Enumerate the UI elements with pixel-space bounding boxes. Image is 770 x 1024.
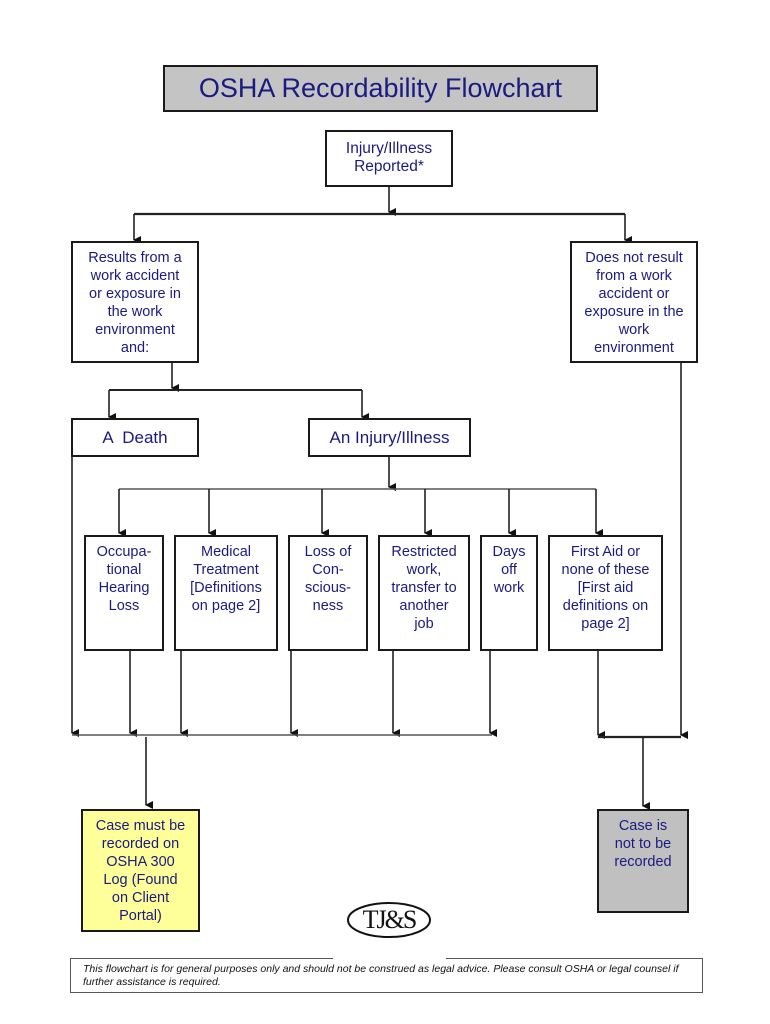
node-medical-treatment: Medical Treatment [Definitions on page 2… — [174, 535, 278, 651]
node-text: page 2] — [581, 616, 630, 632]
disclaimer: This flowchart is for general purposes o… — [70, 958, 703, 993]
node-text: Results from a — [88, 250, 182, 266]
node-text: Hearing — [98, 580, 150, 596]
node-text: work — [493, 580, 525, 596]
node-not-work-related: Does not result from a work accident or … — [570, 241, 698, 363]
node-text: Injury/Illness — [345, 140, 433, 157]
node-text: accident or — [598, 286, 670, 302]
logo-text: TJ&S — [362, 905, 418, 934]
node-text: or exposure in — [89, 286, 181, 302]
company-logo: TJ&S — [346, 900, 432, 940]
node-text: job — [414, 616, 434, 632]
node-text: from a work — [596, 268, 672, 284]
logo-oval-icon — [347, 902, 431, 938]
node-text: transfer to — [391, 580, 457, 596]
node-text: Loss — [108, 598, 140, 614]
node-text: Loss of — [304, 544, 352, 560]
node-text: Does not result — [585, 250, 683, 266]
node-text: none of these — [561, 562, 650, 578]
node-death: A Death — [71, 418, 199, 457]
node-not-recordable: Case is not to be recorded — [597, 809, 689, 913]
node-text: definitions on — [562, 598, 649, 614]
node-text: Log (Found — [103, 872, 178, 888]
node-text: work — [618, 322, 650, 338]
node-injury-illness: An Injury/Illness — [308, 418, 471, 457]
page-title: OSHA Recordability Flowchart — [163, 65, 598, 112]
node-text: environment — [594, 340, 674, 356]
node-text: recorded — [614, 854, 672, 870]
node-text: tional — [106, 562, 142, 578]
node-text: on page 2] — [191, 598, 261, 614]
node-text: Days — [492, 544, 526, 560]
node-text: Con- — [312, 562, 344, 578]
node-text: An Injury/Illness — [329, 428, 450, 447]
node-text: Medical — [201, 544, 251, 560]
node-text: Occupa- — [96, 544, 152, 560]
node-restricted-work: Restricted work, transfer to another job — [378, 535, 470, 651]
node-injury-reported: Injury/Illness Reported* — [325, 130, 453, 187]
node-recordable: Case must be recorded on OSHA 300 Log (F… — [81, 809, 200, 932]
node-text: Portal) — [119, 908, 162, 924]
node-text: Restricted — [391, 544, 457, 560]
node-text: Case must be — [95, 818, 186, 834]
node-text: OSHA 300 — [106, 854, 175, 870]
node-text: Treatment — [193, 562, 259, 578]
node-text: scious- — [305, 580, 351, 596]
node-text: Reported* — [354, 158, 424, 175]
node-hearing-loss: Occupa- tional Hearing Loss — [84, 535, 164, 651]
node-text: work, — [406, 562, 442, 578]
node-text: work accident — [90, 268, 180, 284]
node-text: environment — [95, 322, 175, 338]
disclaimer-border-gap — [333, 956, 446, 960]
node-text: ness — [312, 598, 344, 614]
node-work-related: Results from a work accident or exposure… — [71, 241, 199, 363]
node-text: recorded on — [101, 836, 180, 852]
node-text: [Definitions — [190, 580, 262, 596]
node-text: the work — [107, 304, 163, 320]
node-text: on Client — [111, 890, 170, 906]
node-text: First Aid or — [570, 544, 641, 560]
node-text: exposure in the — [584, 304, 684, 320]
node-text: off — [501, 562, 517, 578]
node-text: [First aid — [577, 580, 634, 596]
node-days-off: Days off work — [480, 535, 538, 651]
node-first-aid: First Aid or none of these [First aid de… — [548, 535, 663, 651]
node-loss-of-consciousness: Loss of Con- scious- ness — [288, 535, 368, 651]
node-text: not to be — [614, 836, 672, 852]
node-text: and: — [120, 340, 150, 356]
node-text: another — [399, 598, 449, 614]
node-text: A Death — [102, 428, 168, 447]
node-text: Case is — [618, 818, 668, 834]
